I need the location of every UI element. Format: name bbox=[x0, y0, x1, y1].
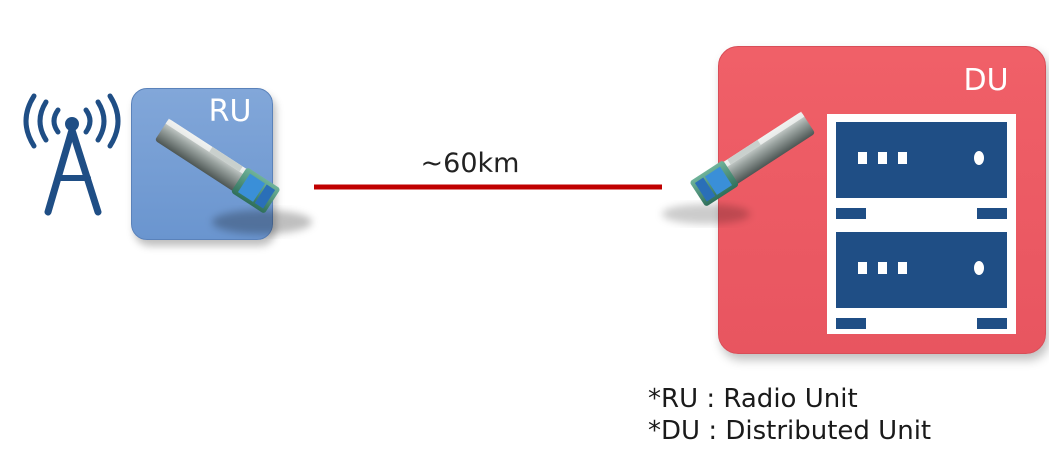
antenna-tower-icon bbox=[23, 93, 121, 216]
ru-label: RU bbox=[208, 94, 252, 129]
distance-label: ~60km bbox=[420, 148, 520, 179]
note-du: *DU : Distributed Unit bbox=[648, 416, 932, 446]
du-label: DU bbox=[963, 63, 1009, 98]
server-rack-icon bbox=[827, 114, 1016, 334]
sfp-transceiver-icon bbox=[662, 111, 815, 224]
note-ru: *RU : Radio Unit bbox=[648, 384, 858, 414]
sfp-transceiver-icon bbox=[155, 118, 312, 234]
